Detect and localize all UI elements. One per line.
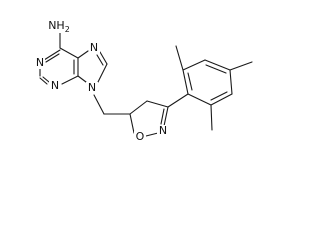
isoxazoline-o-label: O bbox=[136, 130, 145, 143]
mesityl-ring bbox=[167, 45, 253, 131]
bond-ar2-ar3 bbox=[182, 59, 206, 71]
amine-label: NH2 bbox=[48, 19, 70, 34]
bond-ar1-ar2 bbox=[182, 69, 189, 95]
bond-ar4-ar5 bbox=[229, 69, 233, 95]
bond-o-c5 bbox=[129, 113, 135, 134]
pyrimidine-ring bbox=[39, 32, 79, 85]
bond-c8-n9 bbox=[97, 63, 108, 83]
purine-n9-label: N bbox=[88, 81, 96, 94]
bond-n9-ch2 bbox=[93, 94, 105, 115]
bond-ar5-ar6-inner bbox=[210, 91, 228, 101]
bond-c6-n1-inner bbox=[45, 53, 60, 63]
bond-c2-n3-inner bbox=[42, 76, 50, 83]
bond-methyl-ortho-top bbox=[175, 45, 184, 71]
imidazole-ring bbox=[77, 50, 108, 83]
atom-labels: NH2 N N N N N O bbox=[34, 19, 168, 143]
bond-ar6-ar1 bbox=[187, 93, 212, 106]
bond-n3-c4 bbox=[61, 75, 79, 85]
purine-n7-label: N bbox=[90, 41, 98, 54]
bond-c4-c3 bbox=[146, 100, 169, 108]
isoxazoline-ring bbox=[129, 100, 169, 137]
isoxazoline-n-label: N bbox=[159, 124, 167, 137]
purine-n1-label: N bbox=[36, 56, 44, 69]
bond-ar5-ar6 bbox=[210, 93, 233, 106]
bond-c3-n-inner bbox=[160, 108, 165, 125]
chemical-structure: NH2 N N N N N O bbox=[34, 19, 253, 143]
bond-c6-n1 bbox=[43, 49, 61, 61]
bond-c5-n7 bbox=[77, 50, 89, 59]
bond-c3-n bbox=[163, 106, 169, 127]
bond-c3-aryl bbox=[167, 93, 189, 108]
bond-n7-c8-inner bbox=[96, 54, 104, 66]
bond-ar3-ar4-inner bbox=[205, 64, 227, 74]
bond-c2-n3 bbox=[39, 77, 48, 85]
bond-c5-c4 bbox=[129, 100, 148, 115]
bond-n7-c8 bbox=[99, 51, 108, 65]
bond-c5-c6 bbox=[59, 47, 79, 59]
bond-n9-c4 bbox=[77, 75, 87, 83]
methylene-linker bbox=[93, 94, 131, 115]
bond-ar1-ar2-inner bbox=[187, 72, 193, 91]
bond-methyl-ortho-bottom bbox=[210, 104, 213, 131]
purine-n3-label: N bbox=[51, 79, 59, 92]
bond-methyl-para bbox=[229, 61, 253, 71]
bond-ar3-ar4 bbox=[204, 59, 231, 71]
bond-n-o bbox=[145, 132, 159, 137]
